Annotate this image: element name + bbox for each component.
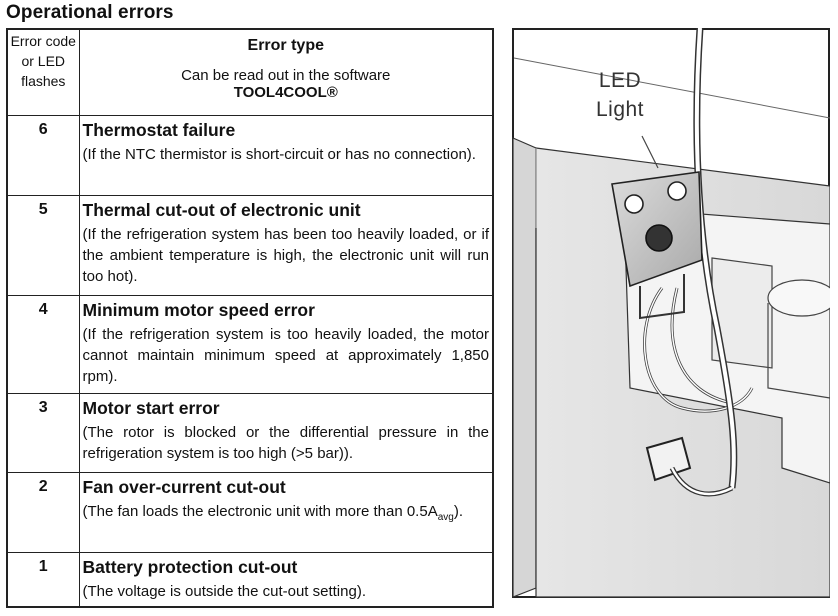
error-code: 2	[6, 471, 80, 553]
error-cell: Minimum motor speed error (If the refrig…	[78, 294, 494, 394]
error-title: Thermostat failure	[82, 119, 236, 140]
error-code: 5	[6, 194, 80, 296]
error-cell: Battery protection cut-out (The voltage …	[78, 551, 494, 608]
error-code: 3	[6, 392, 80, 473]
header-error-code: Error code or LED flashes	[6, 28, 80, 116]
table-row: 2 Fan over-current cut-out (The fan load…	[6, 471, 494, 553]
error-cell: Thermostat failure (If the NTC thermisto…	[78, 114, 494, 196]
subscript-avg: avg	[437, 511, 454, 523]
error-code: 1	[6, 551, 80, 608]
section-title: Operational errors	[6, 2, 174, 23]
error-description: (The fan loads the electronic unit with …	[80, 498, 493, 530]
error-table: Error code or LED flashes Error type Can…	[6, 28, 494, 608]
error-description-text: (The fan loads the electronic unit with …	[82, 502, 438, 520]
table-header-row: Error code or LED flashes Error type Can…	[6, 28, 494, 116]
error-description: (The voltage is outside the cut-out sett…	[82, 582, 366, 600]
led-label-line2: Light	[595, 98, 645, 121]
error-title: Motor start error	[82, 397, 220, 418]
error-description: (If the refrigeration system is too heav…	[82, 325, 490, 385]
led-light-label: LED Light	[580, 66, 660, 124]
error-code: 6	[6, 114, 80, 196]
error-cell: Motor start error (The rotor is blocked …	[78, 392, 494, 473]
error-cell: Thermal cut-out of electronic unit (If t…	[78, 194, 494, 296]
header-error-type-title: Error type	[247, 37, 324, 54]
header-error-type: Error type Can be read out in the softwa…	[78, 28, 494, 116]
table-row: 3 Motor start error (The rotor is blocke…	[6, 392, 494, 473]
error-description: (If the NTC thermistor is short-circuit …	[82, 145, 476, 163]
error-title: Battery protection cut-out	[82, 556, 298, 577]
compressor-illustration	[512, 28, 830, 598]
led-label-line1: LED	[598, 69, 642, 92]
error-cell: Fan over-current cut-out (The fan loads …	[78, 471, 494, 553]
table-row: 6 Thermostat failure (If the NTC thermis…	[6, 114, 494, 196]
header-software-note: Can be read out in the software	[181, 67, 391, 84]
error-code: 4	[6, 294, 80, 394]
error-description: (The rotor is blocked or the differentia…	[82, 423, 490, 462]
error-description-end: ).	[453, 502, 463, 520]
error-title: Minimum motor speed error	[82, 299, 315, 320]
error-title: Thermal cut-out of electronic unit	[82, 199, 361, 220]
header-software-name: TOOL4COOL®	[233, 84, 338, 101]
error-title: Fan over-current cut-out	[82, 476, 286, 497]
table-row: 4 Minimum motor speed error (If the refr…	[6, 294, 494, 394]
table-row: 1 Battery protection cut-out (The voltag…	[6, 551, 494, 608]
error-description: (If the refrigeration system has been to…	[82, 225, 490, 285]
table-row: 5 Thermal cut-out of electronic unit (If…	[6, 194, 494, 296]
